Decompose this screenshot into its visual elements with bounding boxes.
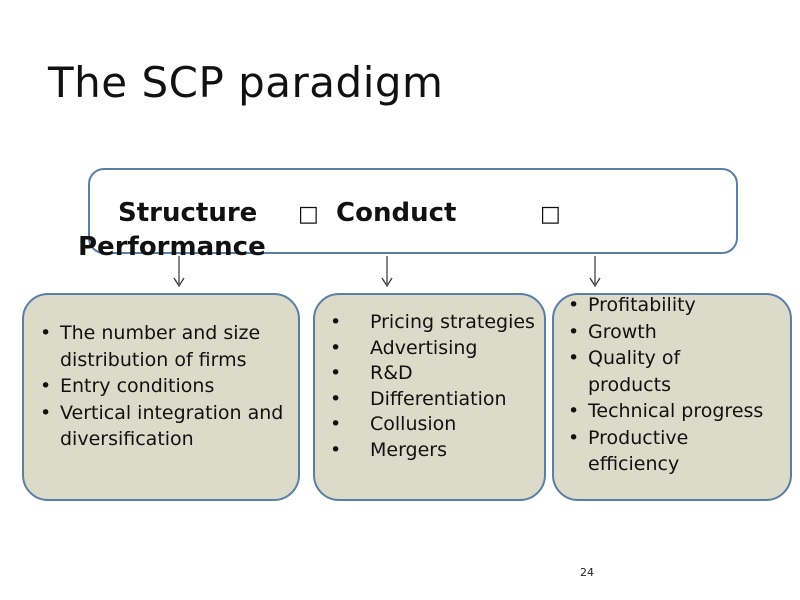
conduct-list: Pricing strategies Advertising R&D Diffe… xyxy=(314,310,546,463)
list-item: Productive efficiency xyxy=(568,425,768,478)
conduct-label: Conduct xyxy=(336,198,457,228)
performance-label: Performance xyxy=(78,232,266,262)
list-item: The number and size distribution of firm… xyxy=(40,320,290,373)
list-item: Differentiation xyxy=(314,387,546,413)
list-item: Collusion xyxy=(314,412,546,438)
list-item: Quality of products xyxy=(568,345,768,398)
list-item: Vertical integration and diversification xyxy=(40,400,290,453)
list-item: Pricing strategies xyxy=(314,310,546,336)
structure-list: The number and size distribution of firm… xyxy=(40,320,290,453)
scp-header-box xyxy=(88,168,738,254)
list-item: Entry conditions xyxy=(40,373,290,400)
list-item: Advertising xyxy=(314,336,546,362)
list-item: Technical progress xyxy=(568,398,768,425)
slide-title: The SCP paradigm xyxy=(48,58,444,107)
missing-arrow-glyph: □ xyxy=(540,202,561,227)
list-item: Mergers xyxy=(314,438,546,464)
down-arrow-icon xyxy=(589,256,601,288)
list-item: Profitability xyxy=(568,292,768,319)
structure-label: Structure xyxy=(118,198,258,228)
list-item: R&D xyxy=(314,361,546,387)
missing-arrow-glyph: □ xyxy=(298,202,319,227)
performance-list: Profitability Growth Quality of products… xyxy=(568,292,768,478)
list-item: Growth xyxy=(568,319,768,346)
down-arrow-icon xyxy=(381,256,393,288)
down-arrow-icon xyxy=(173,256,185,288)
page-number: 24 xyxy=(580,566,594,579)
